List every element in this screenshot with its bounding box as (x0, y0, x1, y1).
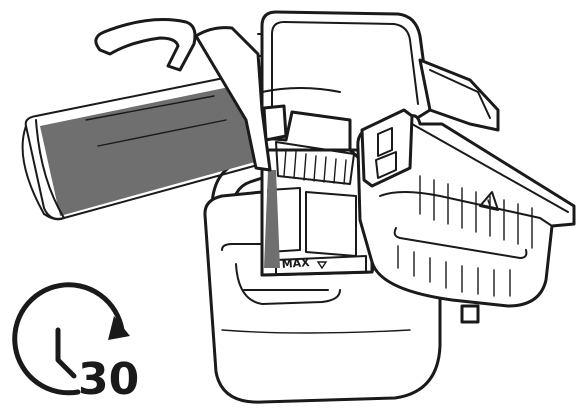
water-stream (264, 170, 280, 268)
reservoir-interior: MAX (260, 141, 374, 277)
max-fill-label: MAX (281, 256, 310, 271)
timer-value: 30 (78, 354, 139, 405)
removable-basket (356, 108, 576, 308)
water-pitcher (21, 18, 280, 268)
timer-30-icon: 30 (12, 282, 139, 405)
open-lid (257, 10, 432, 152)
side-housing (418, 58, 500, 324)
clock-timer-icon (12, 282, 125, 396)
